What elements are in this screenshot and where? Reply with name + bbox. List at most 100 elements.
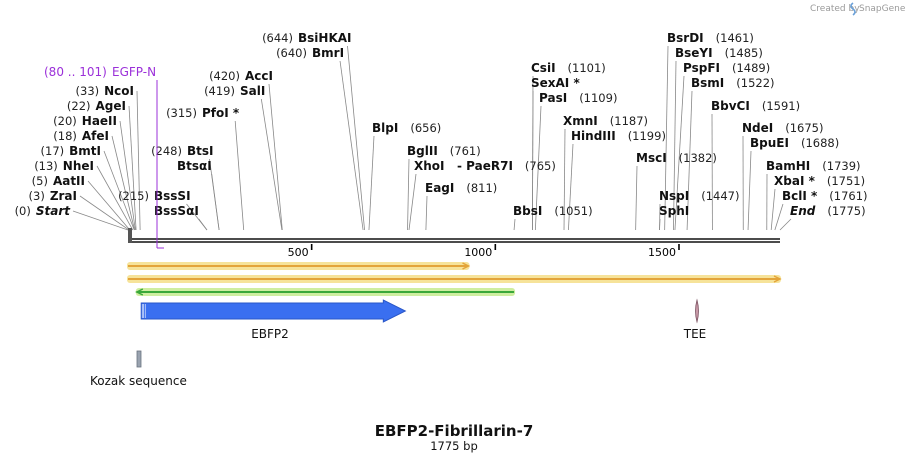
- scale-tick-label: 500: [288, 246, 309, 259]
- site-position: (1675): [785, 121, 823, 135]
- site-position: (761): [450, 144, 481, 158]
- site-end: End(1775): [790, 204, 866, 218]
- site-name: XmnI: [563, 114, 598, 128]
- feature-label-ebfp2: EBFP2: [251, 327, 289, 341]
- site-position: (1187): [610, 114, 648, 128]
- site-name: End: [790, 204, 816, 218]
- site-position: (1688): [801, 136, 839, 150]
- feature-label-tee: TEE: [683, 327, 707, 341]
- site-bseyi: BseYI(1485): [675, 46, 763, 60]
- site-name: BssSI: [154, 189, 191, 203]
- site-name: ZraI: [50, 189, 77, 203]
- site-name: XbaI *: [774, 174, 816, 188]
- site-name: Start: [36, 204, 71, 218]
- site-position: (1051): [554, 204, 592, 218]
- site-name: BmtI: [69, 144, 101, 158]
- site-name: HaeII: [82, 114, 117, 128]
- site-position: (3): [29, 189, 45, 203]
- site-position: (0): [15, 204, 31, 218]
- feature-kozak: Kozak sequence: [90, 350, 187, 388]
- site-bmri: BmrI(640): [276, 46, 344, 60]
- site-nhei: NheI(13): [34, 159, 94, 173]
- orf-arrowhead: [462, 262, 471, 270]
- site-name: BlpI: [372, 121, 398, 135]
- site-name: BtsαI: [177, 159, 212, 173]
- site-afei: AfeI(18): [53, 129, 109, 143]
- site-position: (765): [525, 159, 556, 173]
- site-bcli: BclI *(1761): [782, 189, 868, 203]
- site-position: (656): [410, 121, 441, 135]
- site-bsmi: BsmI (1522): [691, 76, 775, 90]
- site-position: (1522): [736, 76, 774, 90]
- feature-label-kozak: Kozak sequence: [90, 374, 187, 388]
- site-bbvci: BbvCI(1591): [711, 99, 800, 113]
- site-eagi: EagI (811): [425, 181, 497, 195]
- site-aatii: AatII(5): [32, 174, 85, 188]
- site-bsss-i: BssSαI: [154, 204, 199, 218]
- site-name: BsmI: [691, 76, 724, 90]
- site-position: (1751): [827, 174, 865, 188]
- site-name: AccI: [245, 69, 273, 83]
- site-name: BpuEI: [750, 136, 789, 150]
- site-name: CsiI: [531, 61, 556, 75]
- site-pasi: PasI(1109): [539, 91, 617, 105]
- site-name: BglII: [407, 144, 438, 158]
- sequence-backbone: [128, 228, 780, 243]
- site-name: BamHI: [766, 159, 810, 173]
- site-position: (1485): [725, 46, 763, 60]
- site-position: (315): [166, 106, 197, 120]
- site-ndei: NdeI (1675): [742, 121, 824, 135]
- site-name: HindIII: [571, 129, 616, 143]
- site-blpi: BlpI (656): [372, 121, 441, 135]
- site-bmti: BmtI (17): [41, 144, 101, 158]
- site-name: AgeI: [96, 99, 126, 113]
- site-haeii: HaeII (20): [53, 114, 117, 128]
- site-name: XhoI: [414, 159, 445, 173]
- site-xmni: XmnI (1187): [563, 114, 648, 128]
- site-bsssi: BssSI (215): [118, 189, 190, 203]
- site-bsihkai: BsiHKAI(644): [262, 31, 351, 45]
- site-bamhi: BamHI(1739): [766, 159, 861, 173]
- feature-tee: TEE: [683, 298, 707, 341]
- site-btsi: BtsI(248): [151, 144, 213, 158]
- site-name: BsrDI: [667, 31, 704, 45]
- site-position: (17): [41, 144, 65, 158]
- primer-label: EGFP-N: [112, 65, 156, 79]
- site-position: (1199): [628, 129, 666, 143]
- site-nspi: NspI(1447): [659, 189, 740, 203]
- site-bbsi: BbsI (1051): [513, 204, 593, 218]
- site-sali: SalI(419): [204, 84, 265, 98]
- site-position: (248): [151, 144, 182, 158]
- site-xbai: XbaI * (1751): [774, 174, 865, 188]
- site-name: NcoI: [104, 84, 134, 98]
- site-name: EagI: [425, 181, 454, 195]
- site-position: (22): [67, 99, 91, 113]
- orf-1: [127, 262, 471, 270]
- site-name: BbsI: [513, 204, 542, 218]
- site-position: (20): [53, 114, 77, 128]
- orf-track: [127, 262, 782, 296]
- scale-tick-label: 1500: [648, 246, 676, 259]
- site-position: (215): [118, 189, 149, 203]
- site-sexai: SexAI *: [531, 76, 580, 90]
- site-name: BmrI: [312, 46, 344, 60]
- orf-arrowhead: [135, 288, 144, 296]
- snapgene-logo-icon: [850, 2, 856, 16]
- site-position: (13): [34, 159, 58, 173]
- site-pfoi: PfoI *(315): [166, 106, 240, 120]
- site-bglii: BglII (761): [407, 144, 481, 158]
- site-name: AfeI: [82, 129, 109, 143]
- site-name: NdeI: [742, 121, 773, 135]
- site-bpuei: BpuEI (1688): [750, 136, 839, 150]
- site-position: (1591): [762, 99, 800, 113]
- site-name: PasI: [539, 91, 567, 105]
- credit-text: Created by: [810, 4, 860, 14]
- site-name: AatII: [53, 174, 85, 188]
- scale-tick-label: 1000: [464, 246, 492, 259]
- credit-brand: SnapGene: [859, 4, 906, 14]
- site-csii: CsiI(1101): [531, 61, 606, 75]
- site-labels: Start(0)ZraI(3)AatII(5)NheI(13)BmtI(17)A…: [15, 31, 868, 218]
- site-position: (1382): [679, 151, 717, 165]
- site-name: MscI: [636, 151, 667, 165]
- site-position: (811): [466, 181, 497, 195]
